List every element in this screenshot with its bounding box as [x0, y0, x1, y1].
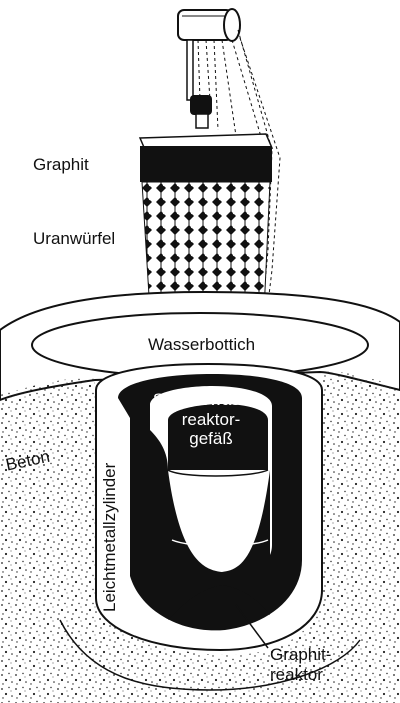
label-schwerwasser-line2: reaktor-	[181, 409, 241, 429]
label-graphitreaktor-line1: Graphit-	[270, 645, 332, 664]
graphite-lid	[138, 133, 274, 182]
label-schwerwasser-line3: gefäß	[189, 429, 233, 449]
water-tank-rim	[0, 290, 400, 402]
label-leichtmetallzylinder: Leichtmetallzylinder	[100, 462, 119, 612]
label-wasserbottich: Wasserbottich	[148, 335, 256, 354]
graphitreaktor-leader	[235, 604, 269, 649]
label-schwerwasser: Schwerwasser- reaktor- gefäß	[126, 390, 296, 449]
concrete-mass	[0, 371, 400, 703]
label-graphitreaktor-line2: reaktor	[270, 664, 323, 684]
label-graphitreaktor: Graphit- reaktor	[270, 645, 331, 684]
label-uranwuerfel: Uranwürfel	[33, 229, 116, 248]
label-graphit: Graphit	[33, 155, 89, 174]
hoist	[177, 8, 281, 321]
label-schwerwasser-line1: Schwerwasser-	[152, 390, 270, 409]
heavy-water-vessel	[118, 374, 302, 631]
